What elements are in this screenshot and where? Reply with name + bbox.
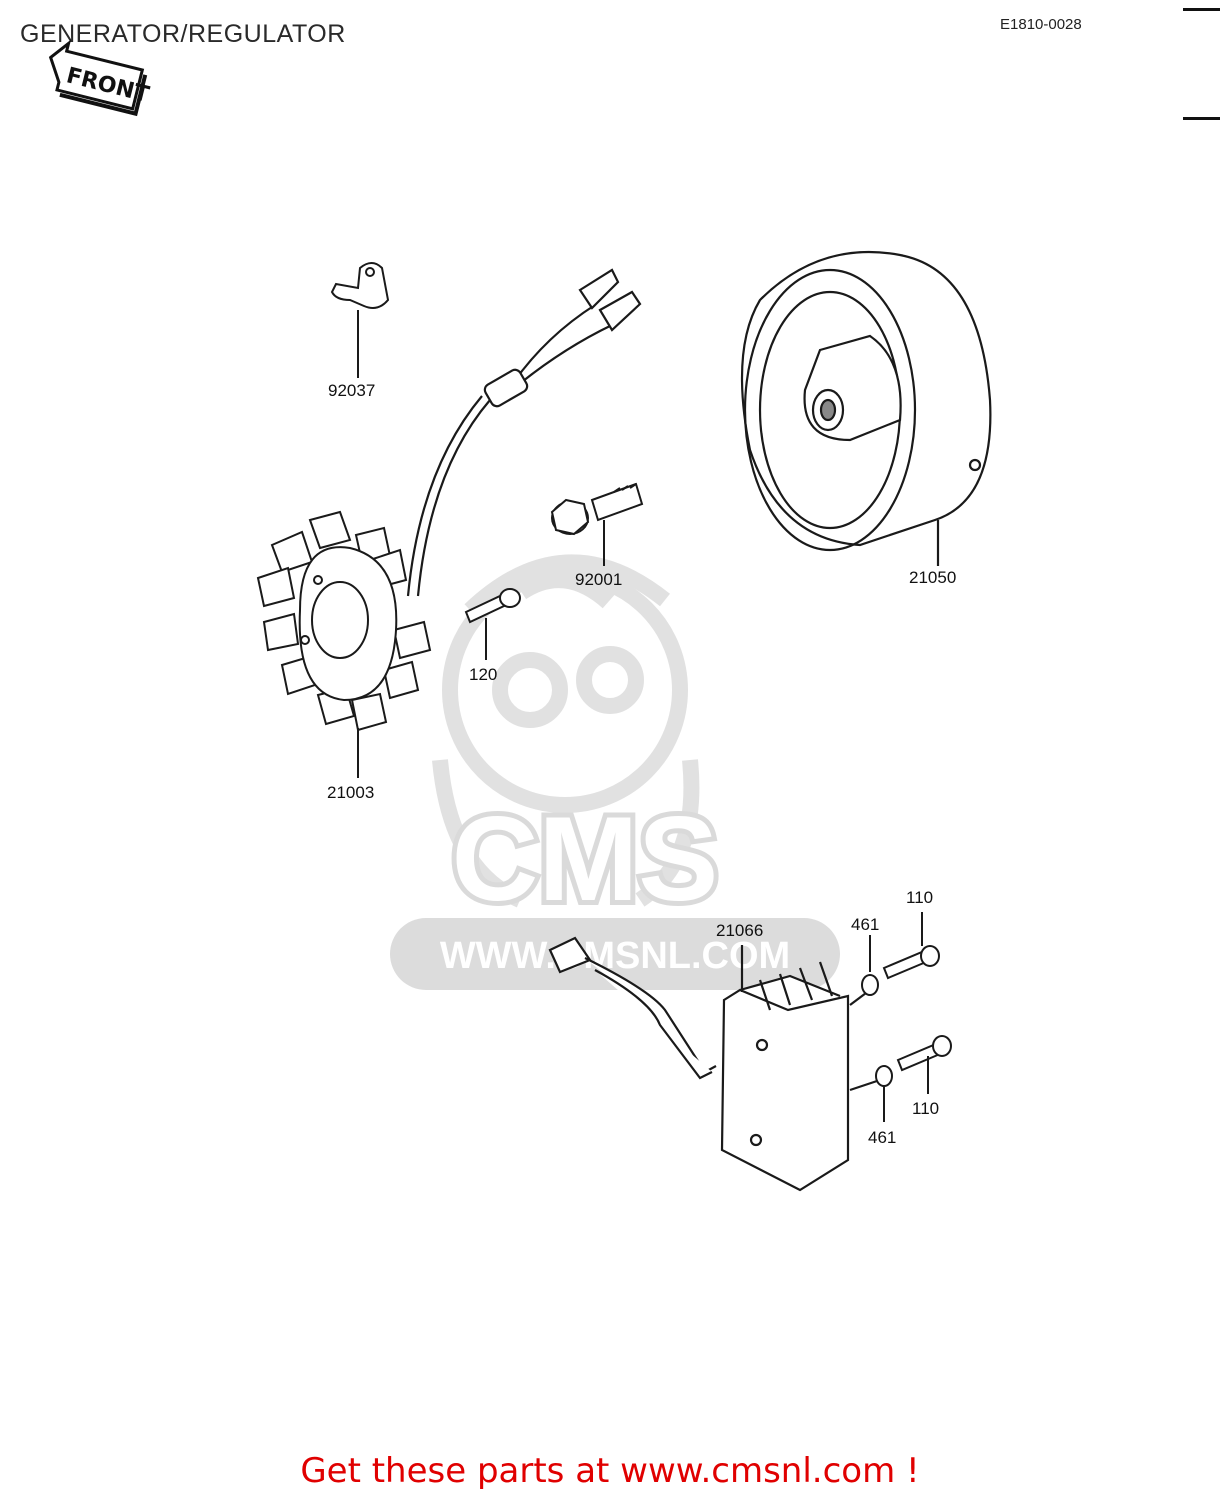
part-label-21066: 21066 bbox=[716, 921, 763, 940]
part-label-21050: 21050 bbox=[909, 568, 956, 587]
watermark-url-band bbox=[390, 918, 840, 990]
part-label-21003: 21003 bbox=[327, 783, 374, 802]
stator-drawing bbox=[256, 510, 432, 778]
flange-bolt-drawing bbox=[550, 482, 644, 566]
clamp-drawing bbox=[330, 262, 390, 378]
part-label-110-lower: 110 bbox=[912, 1099, 939, 1118]
part-label-110-upper: 110 bbox=[906, 888, 933, 907]
stator-wiring bbox=[406, 268, 642, 597]
edge-tab-frame bbox=[1183, 8, 1220, 120]
screw-drawing bbox=[464, 588, 521, 660]
hardware-drawing bbox=[861, 912, 952, 1122]
promo-link[interactable]: Get these parts at www.cmsnl.com ! bbox=[300, 1451, 920, 1491]
watermark-url: WWW.CMSNL.COM bbox=[440, 935, 790, 977]
front-arrow: FRONT bbox=[48, 39, 151, 117]
page-title: GENERATOR/REGULATOR bbox=[20, 20, 346, 48]
part-label-92001: 92001 bbox=[575, 570, 622, 589]
part-label-461-upper: 461 bbox=[851, 915, 879, 934]
regulator-drawing bbox=[548, 936, 881, 1192]
diagram-code: E1810-0028 bbox=[1000, 16, 1082, 33]
rotor-drawing bbox=[740, 250, 992, 566]
part-label-461-lower: 461 bbox=[868, 1128, 896, 1147]
part-label-92037: 92037 bbox=[328, 381, 375, 400]
cms-watermark: CMS WWW.CMSNL.COM bbox=[390, 554, 840, 990]
watermark-brand: CMS bbox=[452, 792, 719, 926]
mascot-logo bbox=[432, 554, 700, 908]
part-label-120: 120 bbox=[469, 665, 497, 684]
